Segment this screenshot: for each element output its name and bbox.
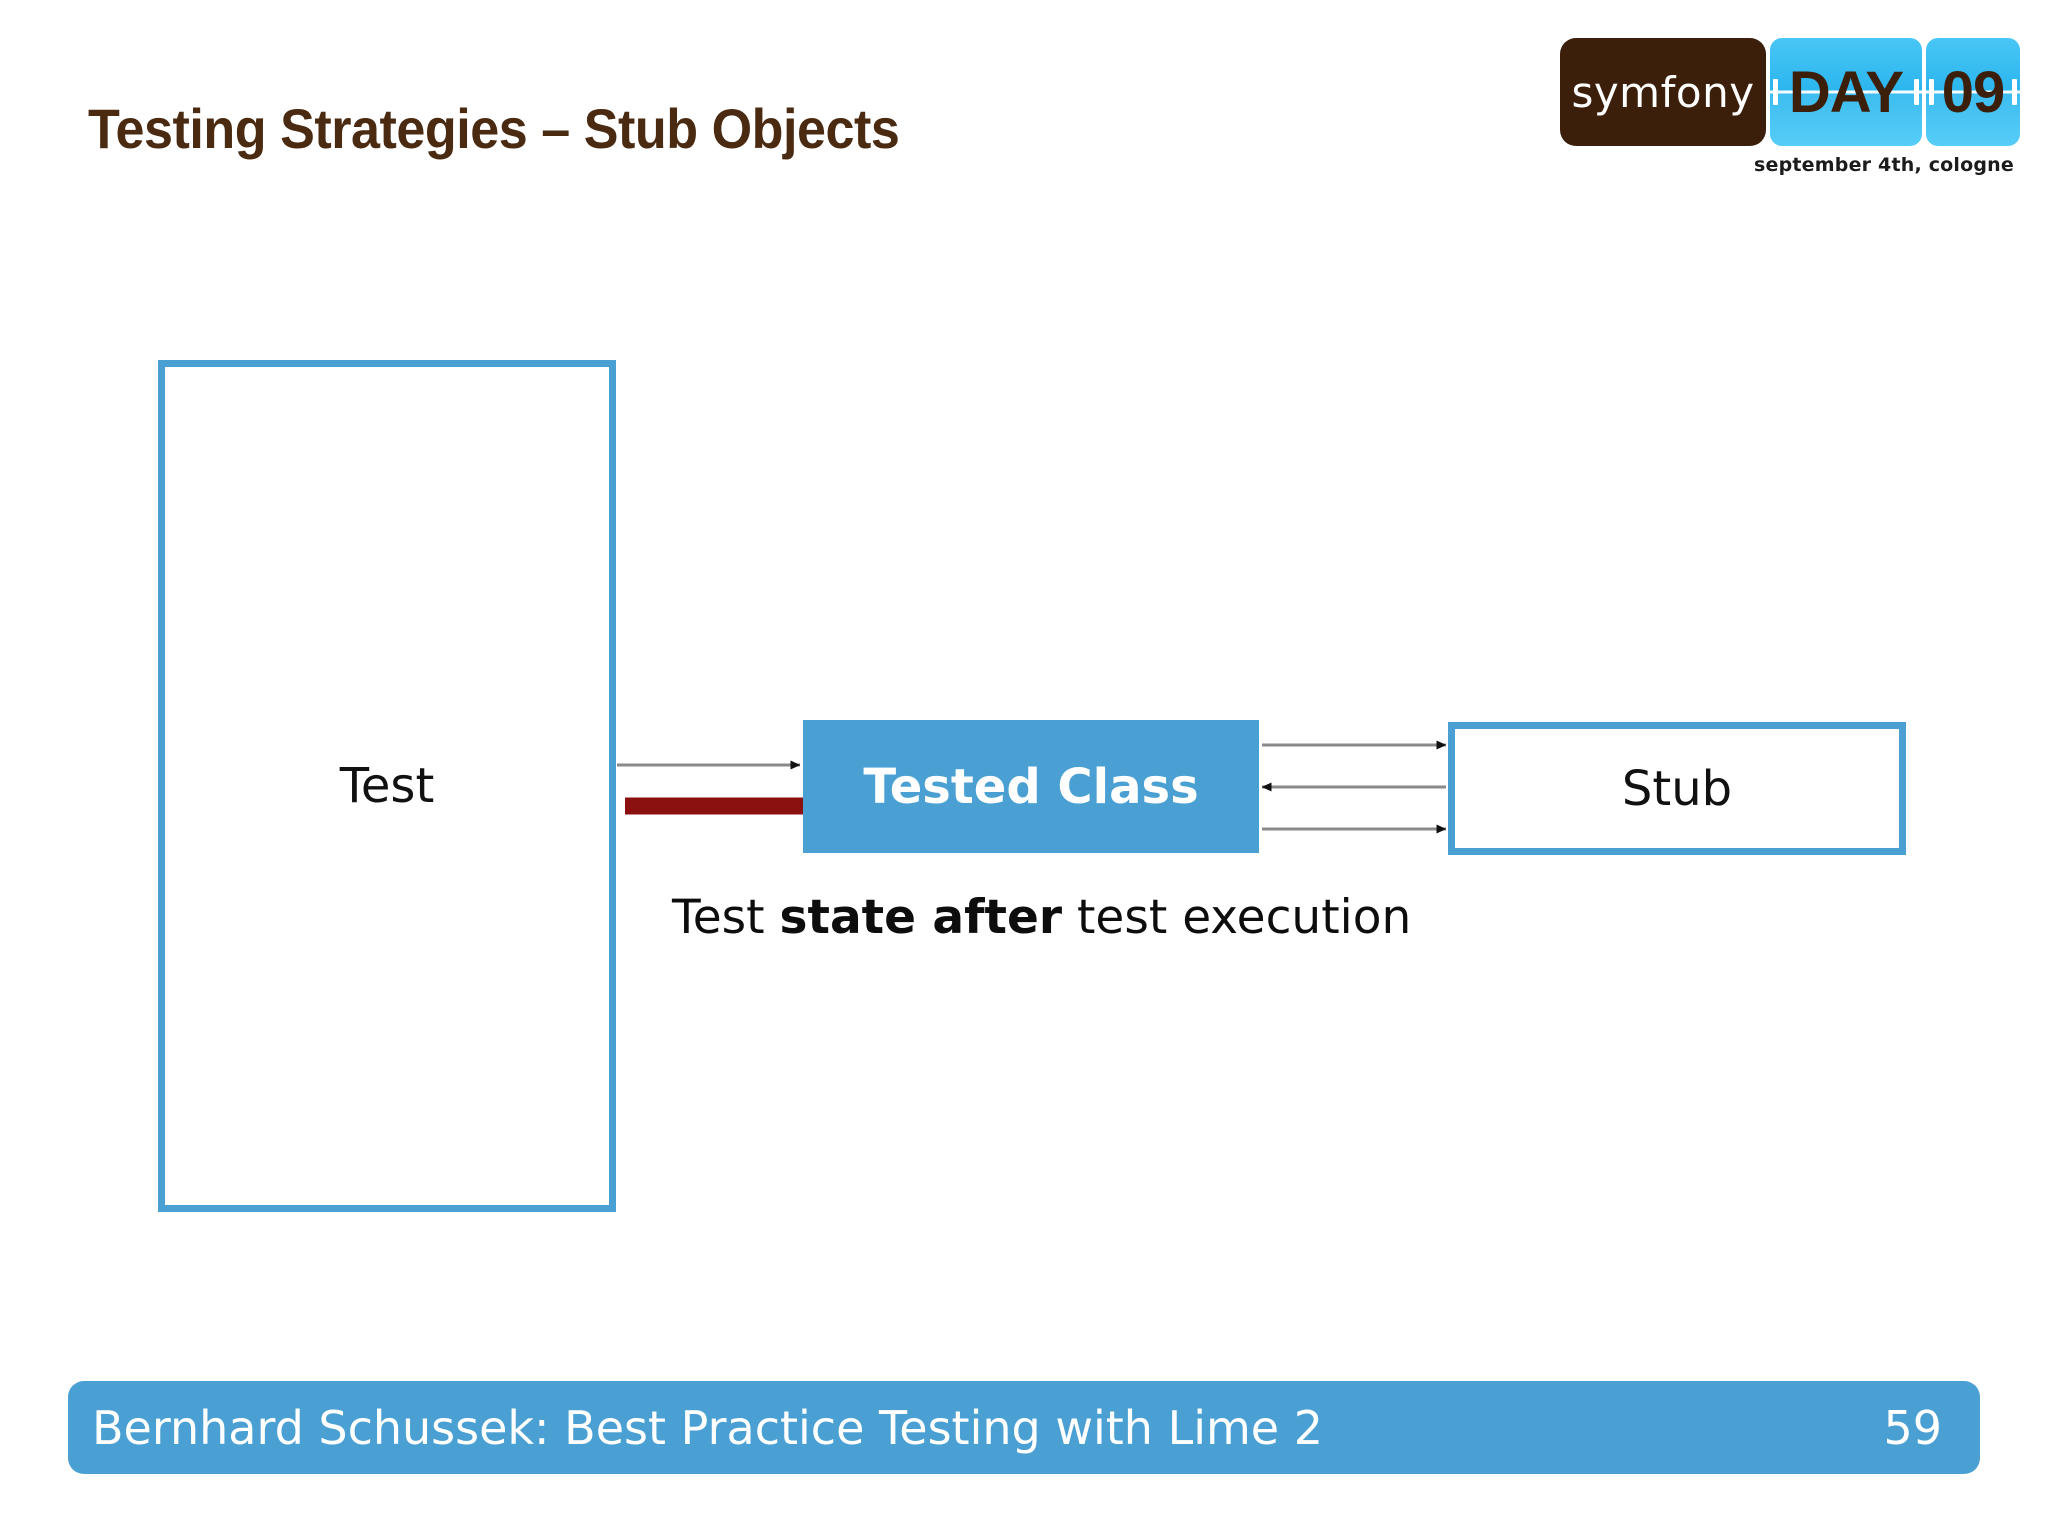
flip-tick-right-icon <box>2012 79 2017 105</box>
footer-page-number: 59 <box>1883 1400 1942 1455</box>
logo-tagline: september 4th, cologne <box>1754 154 2014 176</box>
footer-title: Bernhard Schussek: Best Practice Testing… <box>92 1400 1323 1455</box>
box-test: Test <box>158 360 616 1212</box>
caption-emphasis: state after <box>779 890 1063 945</box>
logo-tile-year: 09 <box>1926 38 2020 146</box>
caption-suffix: test execution <box>1062 890 1412 945</box>
symfony-day-logo: symfony DAY 09 september 4th, cologne <box>1550 38 2020 198</box>
logo-tile-day: DAY <box>1770 38 1922 146</box>
logo-day-label: DAY <box>1788 59 1904 125</box>
caption-prefix: Test <box>672 890 780 945</box>
flip-tick-right-icon <box>1914 79 1919 105</box>
box-tested-class-label: Tested Class <box>863 758 1199 815</box>
logo-year-label: 09 <box>1941 59 2006 125</box>
logo-tiles-row: symfony DAY 09 <box>1550 38 2020 146</box>
symfony-wordmark: symfony <box>1560 38 1766 146</box>
box-stub-label: Stub <box>1621 760 1733 817</box>
box-test-label: Test <box>339 758 435 814</box>
diagram-caption: Test state after test execution <box>672 890 1411 945</box>
box-stub: Stub <box>1448 722 1906 855</box>
page-title: Testing Strategies – Stub Objects <box>88 97 900 160</box>
footer-bar: Bernhard Schussek: Best Practice Testing… <box>68 1381 1980 1474</box>
box-tested-class: Tested Class <box>803 720 1259 853</box>
flip-hinge-icon <box>1926 90 2020 94</box>
flip-hinge-icon <box>1770 90 1922 94</box>
